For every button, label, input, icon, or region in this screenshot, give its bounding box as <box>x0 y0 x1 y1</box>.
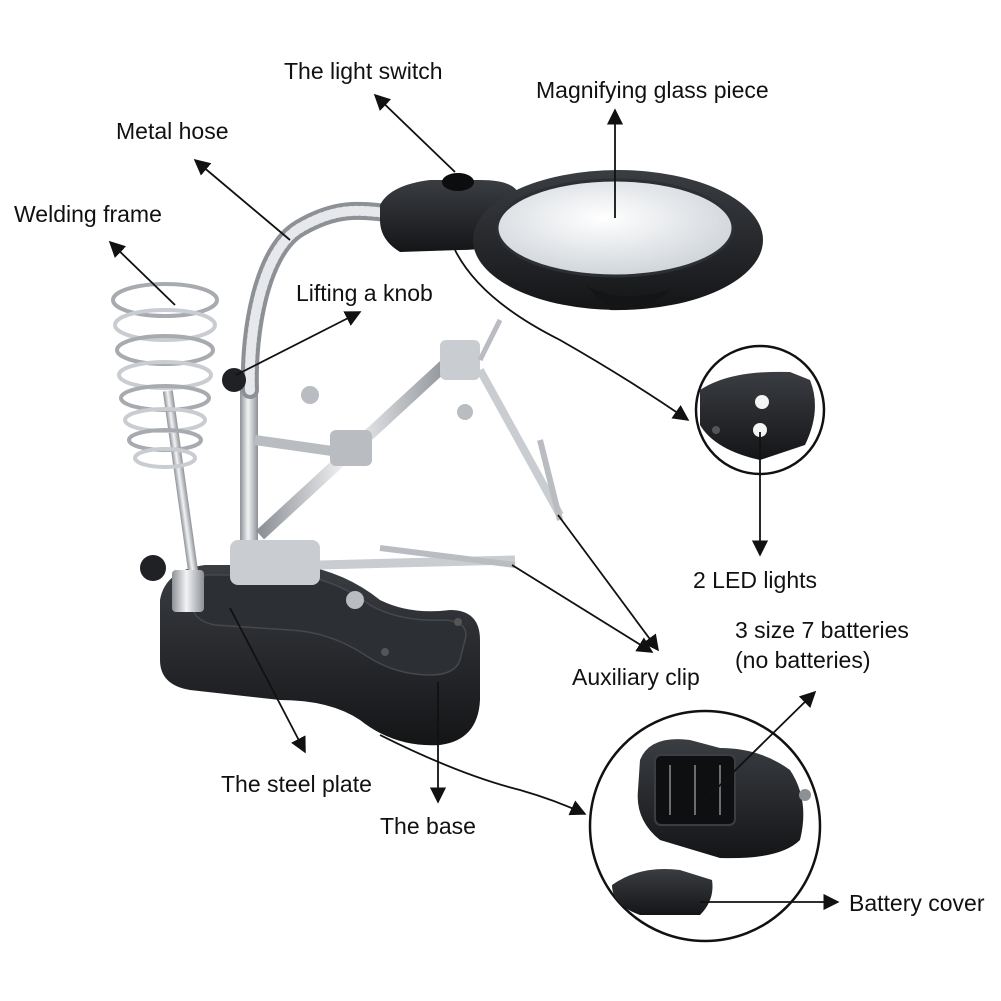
battery-detail-inset <box>588 709 822 943</box>
arrow-steel-plate <box>229 607 306 754</box>
arrow-led-curve <box>454 249 690 421</box>
welding-frame <box>111 282 219 612</box>
magnifier-head <box>380 170 763 311</box>
arrow-lifting-knob <box>235 311 362 376</box>
steel-plate <box>191 574 467 676</box>
arrow-light-switch <box>373 93 456 173</box>
arrow-welding-frame <box>108 240 176 306</box>
label-magnifying-glass: Magnifying glass piece <box>536 77 769 103</box>
label-auxiliary-clip: Auxiliary clip <box>572 664 700 690</box>
arrow-clip-lower <box>511 564 654 653</box>
label-light-switch: The light switch <box>284 58 443 84</box>
label-batteries-line1: 3 size 7 batteries <box>735 617 909 643</box>
callout-arrows <box>108 93 840 911</box>
label-metal-hose: Metal hose <box>116 118 229 144</box>
label-led-lights: 2 LED lights <box>693 567 818 593</box>
label-lifting-knob: Lifting a knob <box>296 280 433 306</box>
auxiliary-arms <box>230 318 564 609</box>
label-base: The base <box>380 813 476 839</box>
label-battery-cover: Battery cover <box>849 890 985 916</box>
label-welding-frame: Welding frame <box>14 201 162 227</box>
arrow-batteries <box>704 690 817 801</box>
label-steel-plate: The steel plate <box>221 771 372 797</box>
label-batteries-line2: (no batteries) <box>735 647 871 673</box>
metal-hose <box>222 201 404 570</box>
arrow-base-to-inset <box>379 734 587 816</box>
arrow-metal-hose <box>193 158 291 241</box>
arrow-clip-upper <box>557 514 659 652</box>
led-detail-inset <box>694 344 826 476</box>
base-unit <box>160 565 480 746</box>
